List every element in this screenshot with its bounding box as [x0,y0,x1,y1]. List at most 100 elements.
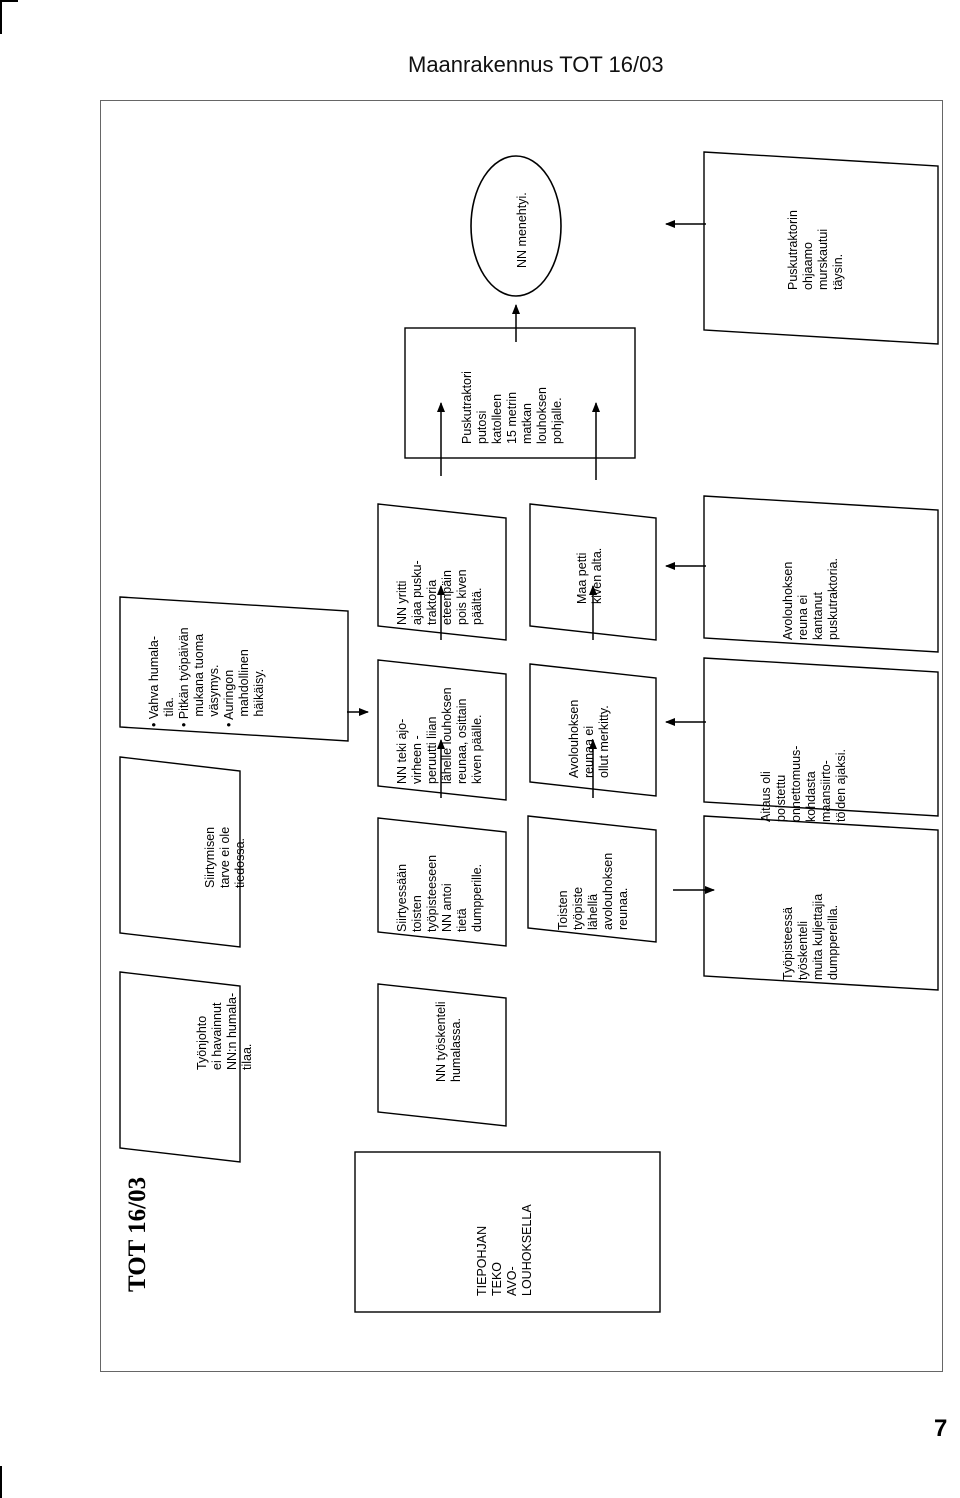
node-r1d-label: NN yrittiajaa pusku-traktoriaeteenpäinpo… [395,560,484,625]
node-r1a-line: NN työskenteli [434,1001,448,1082]
node-r3a-label: Työpisteessätyöskentelimuita kuljettajia… [781,894,840,980]
node-sup2-shape [119,756,241,948]
node-sup3-line: mahdollinen [237,649,251,727]
node-r3b-shape [703,657,939,817]
node-sup1-label: Työnjohtoei havainnutNN:n humala-tilaa. [195,993,254,1070]
node-r1b-line: NN antoi [440,883,454,932]
node-sup3-line: • Pitkän työpäivän [177,627,191,727]
node-r3c-line: reuna ei [796,595,810,640]
node-r2a-line: Toisten [556,890,570,930]
node-r2c-line: kiven alta. [590,548,604,604]
node-r3b-label: Aitaus olipoistettuonnettomuus-kohdastam… [759,746,848,822]
node-r2c-shape [529,503,657,641]
node-r3b-line: töiden ajaksi. [834,749,848,822]
node-r1c-line: reunaa, osittain [455,698,469,784]
node-r3c-line: kantanut [811,592,825,640]
node-event-line: putosi [475,411,489,444]
node-sup1-line: ei havainnut [210,1002,224,1070]
node-r1a-line: humalassa. [449,1018,463,1082]
node-r1b-label: SiirtyessääntoistentyöpisteeseenNN antoi… [395,855,484,932]
node-sup2-line: tarve ei ole [218,827,232,888]
node-task-label: TIEPOHJANTEKOAVO-LOUHOKSELLA [475,1204,534,1296]
node-sup1-line: Työnjohto [195,1016,209,1070]
node-r2b-label: Avolouhoksenreunaa eiollut merkitty. [567,700,611,778]
node-r3c-label: Avolouhoksenreuna eikantanutpuskutraktor… [781,558,840,640]
node-event-line: louhoksen [535,387,549,444]
node-sup1-shape [119,971,241,1163]
node-r1d-line: päältä. [470,587,484,625]
node-dmg-line: Puskutraktorin [786,210,800,290]
node-event-line: Puskutraktori [460,371,474,444]
node-sup3-label: • Vahva humala- tila.• Pitkän työpäivän … [147,627,266,727]
node-r3a-line: muita kuljettajia [811,894,825,980]
node-r3b-line: onnettomuus- [789,746,803,822]
node-dmg-line: murskautui [816,229,830,290]
node-r3a-line: dumppereilla. [826,905,840,980]
node-task-line: TEKO [490,1262,504,1296]
node-dmg-line: ohjaamo [801,242,815,290]
page-number: 7 [934,1415,948,1442]
node-sup3-line: • Vahva humala- [147,636,161,727]
node-event-line: katolleen [490,394,504,444]
node-r1c-line: kiven päälle. [470,715,484,785]
node-death-line: NN menehtyi. [515,192,529,268]
node-r1d-line: ajaa pusku- [410,560,424,625]
node-r3a-line: Työpisteessä [781,907,795,980]
node-r2b-line: ollut merkitty. [597,705,611,778]
node-sup3-line: • Auringon [222,670,236,727]
node-r3b-line: Aitaus oli [759,771,773,822]
node-r3c-line: Avolouhoksen [781,562,795,640]
node-r1b-line: toisten [410,895,424,932]
node-r1d-line: traktoria [425,580,439,625]
node-sup2-line: tiedossa. [233,838,247,888]
node-sup3-line: häikäisy. [252,669,266,727]
node-sup3-shape [119,596,349,742]
node-task-line: LOUHOKSELLA [520,1204,534,1296]
node-sup3-line: väsymys. [207,664,221,727]
node-r3a-line: työskenteli [796,921,810,980]
node-r2a-line: lähellä [586,894,600,930]
node-r2b-line: Avolouhoksen [567,700,581,778]
crop-mark-bottom-v [0,1466,2,1498]
node-r1d-line: NN yritti [395,581,409,625]
node-r1d-shape [377,503,507,641]
node-sup1-line: tilaa. [240,1044,254,1070]
node-dmg-line: täysin. [831,254,845,290]
node-sup1-line: NN:n humala- [225,993,239,1070]
node-r1c-line: NN teki ajo- [395,719,409,784]
node-event-line: pohjalle. [550,397,564,444]
node-r1b-line: Siirtyessään [395,864,409,932]
node-r1a-shape [377,983,507,1127]
node-dmg-label: Puskutraktorinohjaamomurskautuitäysin. [786,210,845,290]
node-r2a-line: reunaa. [616,888,630,930]
node-r1d-line: eteenpäin [440,570,454,625]
node-r1c-line: peruutti liian [425,717,439,784]
node-r1c-line: lähelle louhoksen [440,687,454,784]
node-sup3-line: mukana tuoma [192,634,206,727]
node-r1d-line: pois kiven [455,569,469,625]
crop-mark-top-v [0,0,2,34]
node-task-shape [354,1151,661,1313]
node-event-line: matkan [520,403,534,444]
node-r2a-line: avolouhoksen [601,853,615,930]
node-r1b-line: dumpperille. [470,864,484,932]
node-r3a-shape [703,815,939,991]
node-r1c-shape [377,659,507,801]
node-r3b-line: kohdasta [804,771,818,822]
node-death-label: NN menehtyi. [515,192,529,268]
node-r1b-line: työpisteeseen [425,855,439,932]
node-r2a-shape [527,815,657,943]
node-death-shape [470,155,562,297]
diagram-frame [100,100,943,1372]
node-sup2-line: Siirtymisen [203,827,217,888]
node-r2c-label: Maa pettikiven alta. [575,548,604,604]
node-r3b-line: poistettu [774,775,788,822]
node-task-line: TIEPOHJAN [475,1226,489,1296]
report-id-label: TOT 16/03 [124,1177,151,1292]
node-sup2-label: Siirtymisentarve ei oletiedossa. [203,827,247,888]
node-r1a-label: NN työskentelihumalassa. [434,1001,463,1082]
node-r3c-shape [703,495,939,653]
node-r1c-label: NN teki ajo-virheen -peruutti liianlähel… [395,687,484,784]
node-r3b-line: maansiirto- [819,760,833,822]
node-r2b-line: reunaa ei [582,726,596,778]
